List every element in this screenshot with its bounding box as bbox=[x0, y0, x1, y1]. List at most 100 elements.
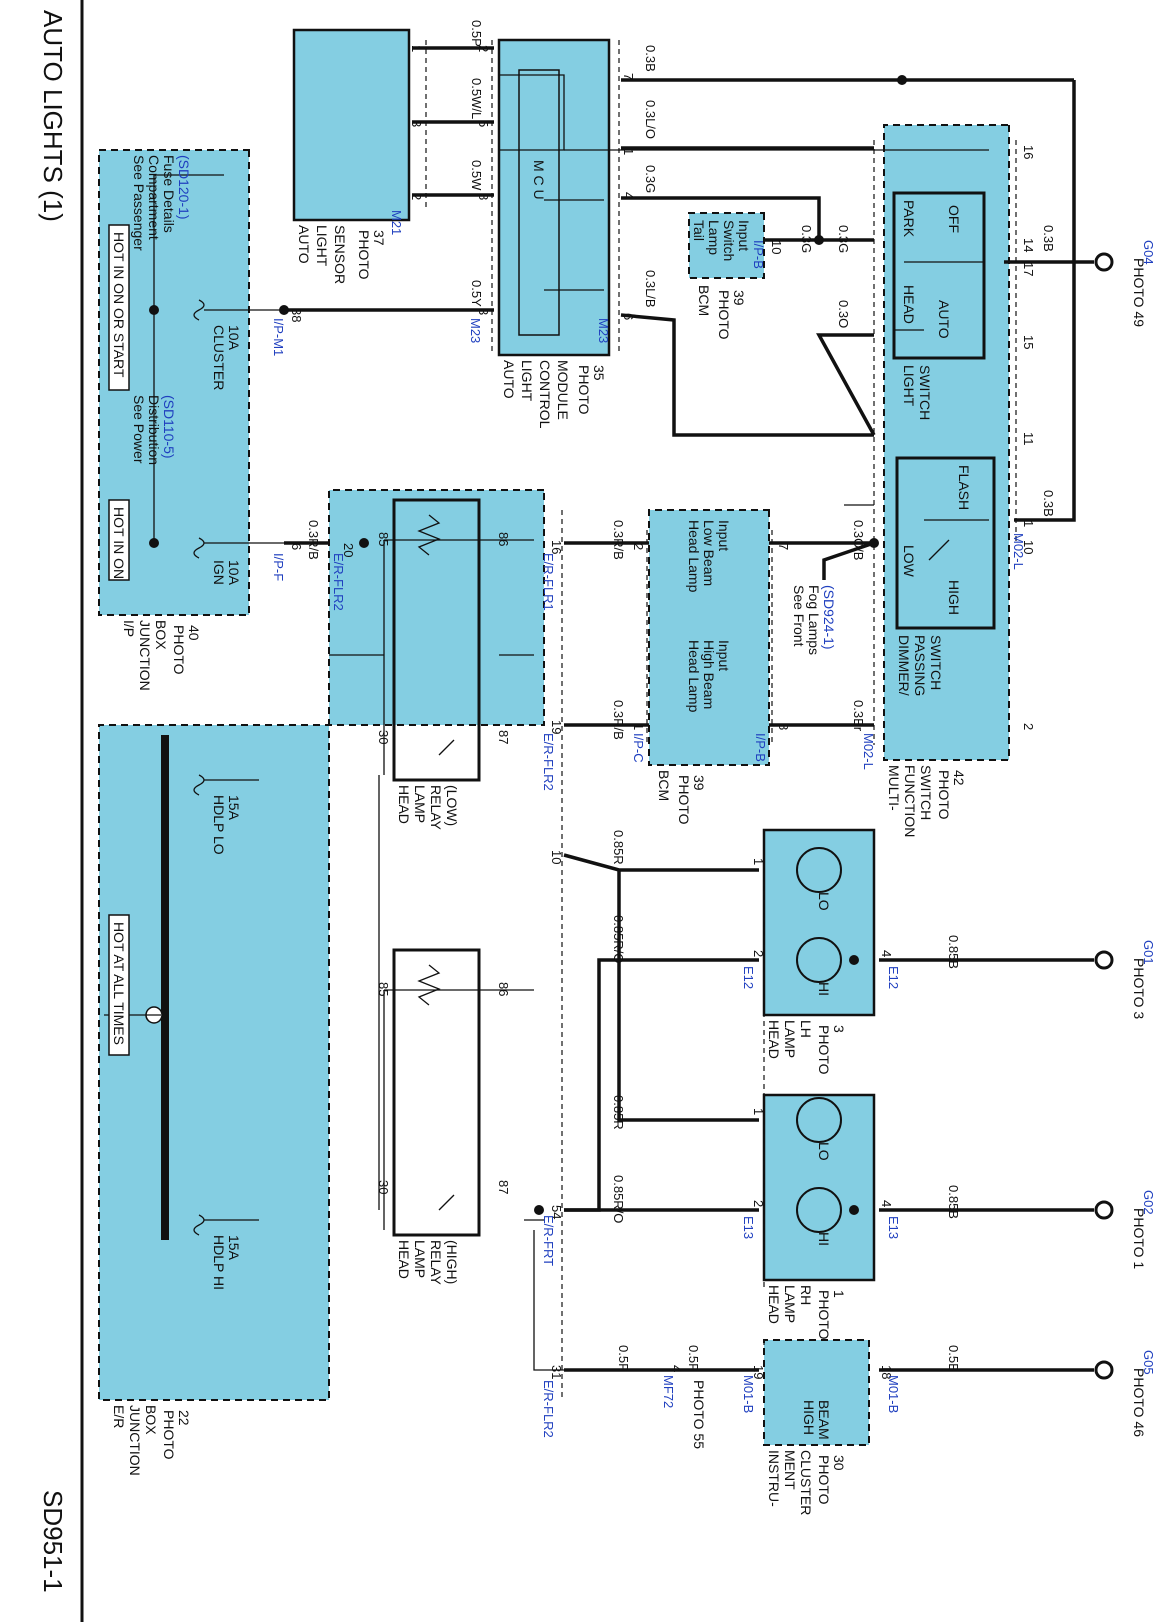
svg-text:M C U: M C U bbox=[531, 160, 547, 200]
svg-text:85: 85 bbox=[376, 532, 391, 546]
svg-text:SENSOR: SENSOR bbox=[332, 225, 348, 284]
svg-text:LIGHT: LIGHT bbox=[901, 365, 917, 407]
label-ip-junction: I/P JUNCTION BOX PHOTO 40 bbox=[121, 620, 202, 691]
svg-text:CONTROL: CONTROL bbox=[537, 360, 553, 429]
svg-text:LOW: LOW bbox=[901, 545, 917, 578]
svg-text:M02-L: M02-L bbox=[861, 733, 876, 770]
ground-g05-photo: PHOTO 46 bbox=[1131, 1368, 1147, 1437]
svg-text:10: 10 bbox=[549, 850, 564, 864]
label-dimmer-switch: FLASH LOW HIGH DIMMER/ PASSING SWITCH bbox=[896, 465, 972, 696]
svg-text:HDLP HI: HDLP HI bbox=[211, 1235, 227, 1290]
wire-03rsb: 0.3R/B bbox=[611, 700, 626, 740]
bus-bar bbox=[161, 735, 169, 1240]
svg-text:M01-B: M01-B bbox=[741, 1375, 756, 1413]
svg-text:MF72: MF72 bbox=[661, 1375, 676, 1408]
wire-085ro-1: 0.85R/O bbox=[611, 915, 626, 963]
svg-text:54: 54 bbox=[549, 1205, 564, 1219]
svg-text:1: 1 bbox=[409, 45, 424, 52]
svg-text:HEAD: HEAD bbox=[396, 1240, 412, 1279]
svg-text:(SD110-5): (SD110-5) bbox=[161, 395, 177, 459]
svg-text:PHOTO: PHOTO bbox=[171, 625, 187, 675]
svg-text:See Passenger: See Passenger bbox=[131, 155, 147, 251]
svg-text:HEAD: HEAD bbox=[766, 1285, 782, 1324]
bulb-symbols bbox=[796, 847, 842, 1233]
svg-text:HIGH: HIGH bbox=[946, 580, 962, 615]
svg-text:PHOTO 55: PHOTO 55 bbox=[691, 1380, 707, 1449]
svg-text:85: 85 bbox=[376, 982, 391, 996]
svg-text:PHOTO: PHOTO bbox=[816, 1290, 832, 1340]
svg-text:LIGHT: LIGHT bbox=[314, 225, 330, 267]
label-relays: HEAD LAMP RELAY (LOW) HEAD LAMP RELAY (H… bbox=[396, 785, 460, 1286]
svg-text:87: 87 bbox=[496, 730, 511, 744]
svg-text:15A: 15A bbox=[226, 1235, 242, 1261]
svg-text:2: 2 bbox=[631, 543, 646, 550]
svg-text:1: 1 bbox=[751, 1108, 766, 1115]
svg-text:10A: 10A bbox=[226, 325, 242, 351]
ground-g05-id: G05 bbox=[1141, 1350, 1156, 1375]
svg-text:CLUSTER: CLUSTER bbox=[211, 325, 227, 390]
svg-text:I/P-C: I/P-C bbox=[631, 733, 646, 763]
wire-05b: 0.5B bbox=[946, 1345, 961, 1372]
svg-text:4: 4 bbox=[879, 950, 894, 957]
svg-text:39: 39 bbox=[731, 290, 747, 306]
label-mcu: M C U bbox=[531, 160, 547, 200]
svg-text:I/P-M1: I/P-M1 bbox=[271, 318, 286, 356]
svg-text:3: 3 bbox=[476, 308, 491, 315]
svg-text:SWITCH: SWITCH bbox=[917, 365, 933, 420]
svg-text:1: 1 bbox=[621, 148, 636, 155]
svg-text:Head Lamp: Head Lamp bbox=[686, 640, 702, 713]
svg-text:E/R: E/R bbox=[111, 1405, 127, 1428]
svg-text:(HIGH): (HIGH) bbox=[444, 1240, 460, 1284]
svg-text:7: 7 bbox=[776, 543, 791, 550]
svg-text:HEAD: HEAD bbox=[396, 785, 412, 824]
svg-text:37: 37 bbox=[371, 230, 387, 246]
ground-g01-photo: PHOTO 3 bbox=[1131, 958, 1147, 1019]
ground-g01-id: G01 bbox=[1141, 940, 1156, 965]
svg-text:1: 1 bbox=[831, 1290, 847, 1298]
svg-text:HOT IN ON OR START: HOT IN ON OR START bbox=[111, 232, 127, 378]
connector-dashes bbox=[425, 40, 1017, 1400]
svg-text:E/R-FLR2: E/R-FLR2 bbox=[541, 733, 556, 791]
svg-text:2: 2 bbox=[409, 193, 424, 200]
hot-label-on-start: HOT IN ON OR START bbox=[108, 224, 130, 391]
svg-text:3: 3 bbox=[831, 1025, 847, 1033]
svg-text:M23: M23 bbox=[468, 318, 483, 343]
hot-label-on: HOT IN ON bbox=[108, 499, 130, 581]
svg-text:JUNCTION: JUNCTION bbox=[127, 1405, 143, 1476]
svg-text:2: 2 bbox=[476, 45, 491, 52]
auto-light-control-module bbox=[497, 38, 611, 357]
svg-text:19: 19 bbox=[751, 1365, 766, 1379]
svg-text:RELAY: RELAY bbox=[428, 785, 444, 831]
label-passenger-fuse-ref: See Passenger Compartment Fuse Details (… bbox=[131, 155, 192, 251]
wire-03b-top: 0.3B bbox=[643, 45, 658, 72]
multi-function-switch bbox=[883, 124, 1010, 761]
svg-text:LAMP: LAMP bbox=[412, 785, 428, 823]
lamp-rh-hi: HI bbox=[816, 1232, 832, 1246]
svg-text:LIGHT: LIGHT bbox=[519, 360, 535, 402]
relay-high-contact bbox=[438, 1194, 455, 1211]
junction-dots bbox=[149, 75, 907, 1215]
svg-text:6: 6 bbox=[289, 543, 304, 550]
svg-text:15: 15 bbox=[1021, 335, 1036, 349]
relay-low-contact bbox=[438, 739, 455, 756]
lamp-rh-lo: LO bbox=[816, 1142, 832, 1161]
svg-text:30: 30 bbox=[376, 1180, 391, 1194]
connector-ids: M21 M23 M23 I/P-B I/P-M1 I/P-F E/R-FLR2 … bbox=[271, 210, 1026, 1449]
wire-03rb-bcm: 0.3R/B bbox=[611, 520, 626, 560]
svg-text:IGN: IGN bbox=[211, 560, 227, 585]
svg-text:PHOTO: PHOTO bbox=[161, 1410, 177, 1460]
svg-text:E/R-FLR2: E/R-FLR2 bbox=[331, 553, 346, 611]
svg-text:PHOTO: PHOTO bbox=[716, 290, 732, 340]
wire-labels: 0.3B 0.3L/O 0.3G 0.3L/B 0.3G 0.3G 0.3O 0… bbox=[306, 20, 1056, 1372]
svg-text:Lamp: Lamp bbox=[706, 220, 722, 255]
svg-text:19: 19 bbox=[549, 720, 564, 734]
wire-03g-top: 0.3G bbox=[643, 165, 658, 193]
svg-text:6: 6 bbox=[621, 313, 636, 320]
ip-junction-box bbox=[98, 149, 250, 616]
svg-text:High Beam: High Beam bbox=[701, 640, 717, 709]
svg-text:Fog Lamps: Fog Lamps bbox=[806, 585, 822, 655]
svg-text:(SD120-1): (SD120-1) bbox=[176, 155, 192, 220]
bcm-tail-lamp-box bbox=[688, 212, 765, 279]
relay-high-body bbox=[392, 948, 481, 1237]
hot-label-all-times: HOT AT ALL TIMES bbox=[108, 914, 130, 1056]
